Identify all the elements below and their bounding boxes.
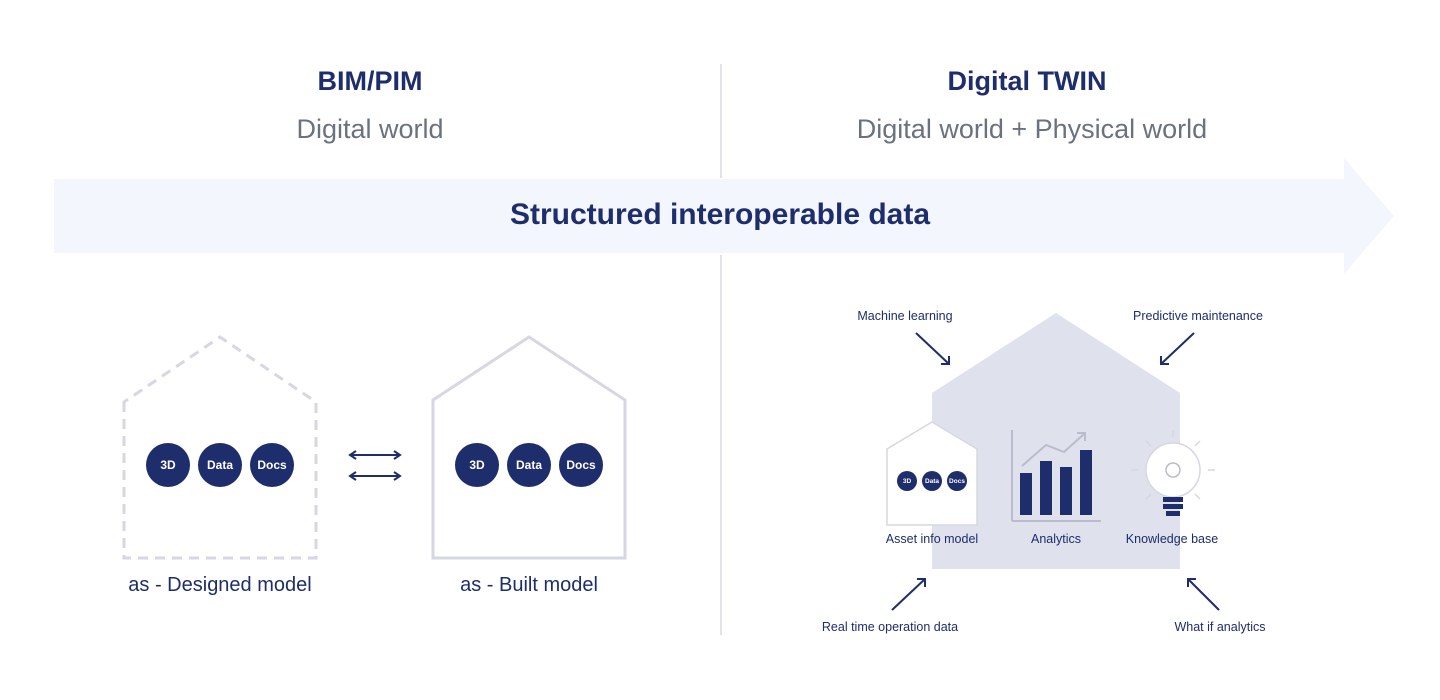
asset-docs-dot: Docs bbox=[947, 471, 967, 491]
column-divider-bottom bbox=[720, 255, 722, 635]
digital-twin-title: Digital TWIN bbox=[947, 66, 1107, 96]
twin-house-shape bbox=[932, 313, 1180, 569]
designed-docs-dot: Docs bbox=[250, 443, 294, 487]
analytics-chart-icon bbox=[1011, 430, 1101, 522]
designed-data-dot: Data bbox=[198, 443, 242, 487]
machine-learning-arrow bbox=[915, 332, 950, 365]
built-house-outline bbox=[431, 335, 627, 560]
machine-learning-label: Machine learning bbox=[857, 309, 953, 323]
bim-pim-title: BIM/PIM bbox=[317, 66, 423, 96]
what-if-arrow bbox=[1187, 578, 1220, 611]
real-time-arrow bbox=[891, 578, 926, 611]
predictive-maintenance-label: Predictive maintenance bbox=[1133, 309, 1263, 323]
predictive-maintenance-arrow bbox=[1160, 332, 1195, 365]
built-3d-dot: 3D bbox=[455, 443, 499, 487]
knowledge-base-label: Knowledge base bbox=[1125, 532, 1219, 546]
real-time-operation-data-label: Real time operation data bbox=[821, 620, 959, 634]
designed-3d-dot: 3D bbox=[146, 443, 190, 487]
what-if-analytics-label: What if analytics bbox=[1174, 620, 1266, 634]
asset-info-model-label: Asset info model bbox=[885, 532, 979, 546]
asset-3d-dot: 3D bbox=[897, 471, 917, 491]
built-model-caption: as - Built model bbox=[460, 574, 598, 596]
banner-label: Structured interoperable data bbox=[509, 198, 931, 231]
column-divider-top bbox=[720, 64, 722, 178]
built-docs-dot: Docs bbox=[559, 443, 603, 487]
digital-physical-world-subtitle: Digital world + Physical world bbox=[856, 114, 1208, 144]
digital-world-subtitle: Digital world bbox=[296, 114, 444, 144]
designed-house-outline bbox=[122, 335, 318, 560]
asset-data-dot: Data bbox=[922, 471, 942, 491]
built-data-dot: Data bbox=[507, 443, 551, 487]
sync-arrows bbox=[348, 450, 402, 481]
designed-model-caption: as - Designed model bbox=[128, 574, 312, 596]
analytics-label: Analytics bbox=[1030, 532, 1082, 546]
lightbulb-icon bbox=[1131, 430, 1215, 516]
